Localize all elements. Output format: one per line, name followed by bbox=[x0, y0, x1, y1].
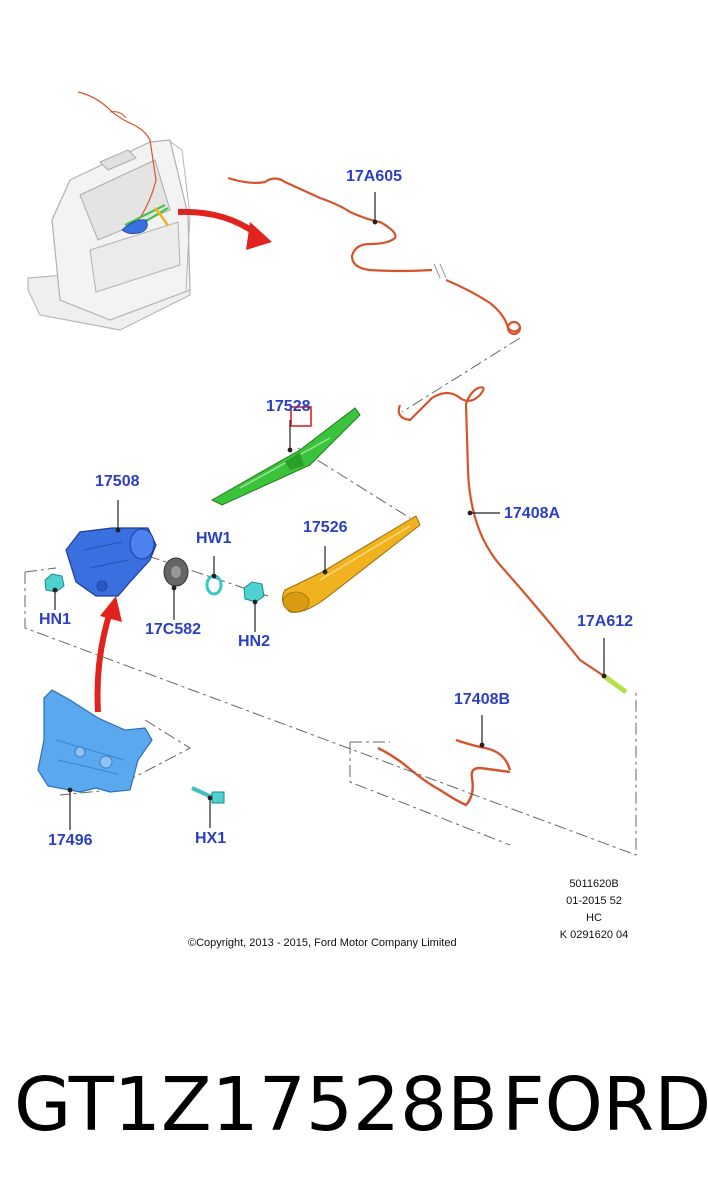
copyright-notice: ©Copyright, 2013 - 2015, Ford Motor Comp… bbox=[188, 937, 457, 949]
brand-caption: FORD bbox=[502, 1062, 708, 1148]
bracket-17496 bbox=[37, 689, 153, 793]
callout-17496: 17496 bbox=[48, 832, 93, 849]
callout-HX1: HX1 bbox=[195, 830, 227, 847]
callout-HW1: HW1 bbox=[196, 530, 232, 547]
wiper-parts-diagram bbox=[24, 91, 637, 856]
callout-17408B: 17408B bbox=[454, 691, 511, 708]
callout-leader-lines bbox=[52, 192, 607, 830]
washer-HW1 bbox=[205, 574, 223, 596]
meta-line-4: K 0291620 04 bbox=[559, 929, 629, 941]
callout-17526: 17526 bbox=[303, 519, 348, 536]
harness-17408B bbox=[377, 738, 512, 807]
wiper-blade-17528 bbox=[210, 407, 361, 506]
vehicle-rear-illustration bbox=[27, 91, 191, 331]
wiper-motor-17508 bbox=[65, 527, 157, 597]
callout-17A612: 17A612 bbox=[577, 613, 634, 630]
harness-17408A bbox=[397, 386, 628, 695]
assembly-guide-lines bbox=[24, 337, 637, 856]
callout-17A605: 17A605 bbox=[346, 168, 403, 185]
locator-arrow-bottom-head bbox=[100, 596, 122, 622]
wiper-arm-17526 bbox=[281, 515, 421, 613]
callout-17408A: 17408A bbox=[504, 505, 561, 522]
bolt-HX1 bbox=[191, 786, 225, 804]
harness-17A605 bbox=[227, 176, 522, 336]
callout-HN2: HN2 bbox=[238, 633, 271, 650]
locator-arrow-bottom bbox=[94, 611, 113, 713]
callout-HN1: HN1 bbox=[39, 611, 72, 628]
grommet-17C582 bbox=[163, 557, 189, 587]
meta-line-1: 5011620B bbox=[569, 878, 619, 890]
callout-17508: 17508 bbox=[95, 473, 140, 490]
part-highlight-box bbox=[290, 406, 312, 427]
part-number-caption: GT1Z17528B bbox=[14, 1062, 498, 1148]
callout-17528: 17528 bbox=[266, 398, 311, 415]
diagram-meta: 5011620B 01-2015 52 HC K 0291620 04 bbox=[548, 876, 640, 944]
locator-arrow-top-head bbox=[246, 222, 272, 250]
nut-HN2 bbox=[243, 581, 265, 603]
meta-line-3: HC bbox=[586, 912, 602, 924]
callout-17C582: 17C582 bbox=[145, 621, 202, 638]
meta-line-2: 01-2015 52 bbox=[566, 895, 622, 907]
nut-HN1 bbox=[44, 573, 65, 593]
